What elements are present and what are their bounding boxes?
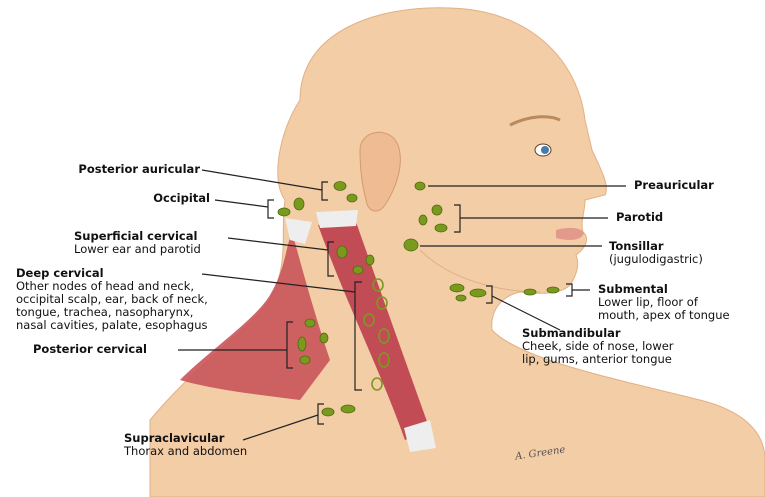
node-submental [523, 288, 537, 296]
label-title: Submandibular [522, 326, 621, 340]
node-deep-cervical [372, 278, 384, 292]
node-supraclavicular [340, 404, 356, 414]
node-supraclavicular [321, 407, 335, 417]
node-occipital [293, 197, 305, 211]
label-posterior-auricular: Posterior auricular [20, 163, 200, 176]
node-posterior-cervical [319, 332, 329, 344]
label-desc: occipital scalp, ear, back of neck, [16, 292, 208, 306]
node-occipital [277, 207, 291, 217]
scm-tendon-bottom [404, 420, 436, 452]
trapezius-muscle [180, 232, 330, 400]
sternocleidomastoid-muscle [318, 222, 430, 440]
node-posterior-cervical [304, 318, 316, 328]
label-title: Supraclavicular [124, 431, 225, 445]
label-desc: Cheek, side of nose, lower [522, 339, 674, 353]
node-preauricular [414, 181, 426, 191]
ear [359, 131, 401, 212]
node-posterior-cervical [297, 336, 307, 352]
label-title: Parotid [616, 210, 664, 224]
trapezius-tendon [285, 218, 312, 244]
node-posterior-auricular [333, 181, 347, 191]
node-submandibular [455, 294, 467, 302]
label-title: Superficial cervical [74, 229, 198, 243]
label-title: Preauricular [634, 178, 714, 192]
node-posterior-cervical [299, 355, 311, 365]
lips [556, 227, 584, 241]
label-desc: lip, gums, anterior tongue [522, 352, 672, 366]
node-deep-cervical [378, 328, 390, 344]
node-submandibular [469, 288, 487, 298]
iris [541, 146, 549, 154]
node-superficial-cervical [352, 265, 364, 275]
node-deep-cervical [378, 352, 390, 368]
label-occipital: Occipital [60, 192, 210, 205]
label-desc: tongue, trachea, nasopharynx, [16, 305, 194, 319]
node-posterior-auricular [346, 193, 358, 203]
node-parotid [418, 214, 428, 226]
node-superficial-cervical [365, 254, 375, 266]
label-desc: nasal cavities, palate, esophagus [16, 318, 208, 332]
node-submental [546, 286, 560, 294]
leader-lines [178, 169, 626, 441]
label-desc: Other nodes of head and neck, [16, 279, 195, 293]
label-title: Occipital [153, 191, 210, 205]
node-submandibular [449, 283, 465, 293]
node-parotid [434, 223, 448, 233]
node-parotid [431, 204, 443, 216]
label-title: Submental [598, 282, 668, 296]
scm-tendon-top [316, 210, 358, 228]
label-desc: Thorax and abdomen [124, 444, 248, 458]
deep-cervical-nodes [363, 278, 390, 391]
label-preauricular: Preauricular [634, 179, 714, 192]
node-deep-cervical [363, 313, 375, 327]
lymph-nodes [277, 181, 560, 417]
label-desc: Lower lip, floor of [598, 295, 698, 309]
node-tonsillar [403, 238, 419, 252]
node-superficial-cervical [336, 245, 348, 259]
label-title: Tonsillar [609, 239, 664, 253]
eyebrow [509, 115, 561, 127]
label-parotid: Parotid [616, 211, 663, 224]
label-title: Posterior cervical [33, 342, 147, 356]
label-title: Posterior auricular [78, 162, 200, 176]
label-title: Deep cervical [16, 266, 104, 280]
node-deep-cervical [376, 296, 388, 310]
label-posterior-cervical: Posterior cervical [33, 343, 147, 356]
label-desc: (jugulodigastric) [609, 252, 703, 266]
node-deep-cervical [371, 377, 383, 391]
label-desc: Lower ear and parotid [74, 242, 201, 256]
label-desc: mouth, apex of tongue [598, 308, 730, 322]
label-tonsillar: Tonsillar(jugulodigastric) [609, 240, 703, 266]
